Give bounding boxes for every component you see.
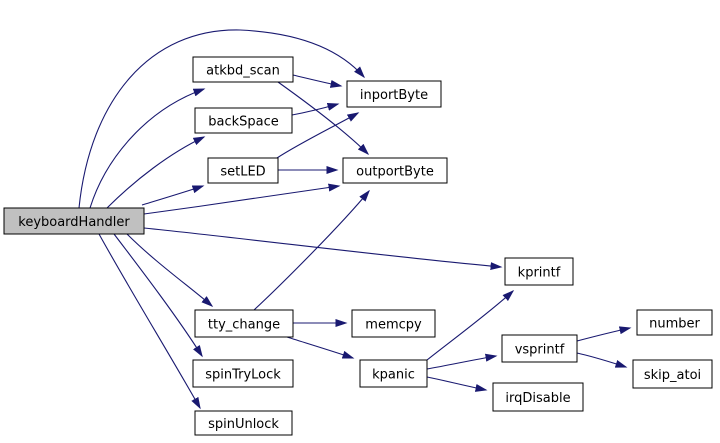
edge-keyboardHandler-to-tty_change bbox=[126, 233, 214, 307]
node-keyboardHandler: keyboardHandler bbox=[3, 207, 145, 235]
node-box bbox=[632, 359, 713, 389]
edge-keyboardHandler-to-kprintf bbox=[143, 227, 503, 271]
node-memcpy[interactable]: memcpy bbox=[351, 309, 436, 338]
node-box bbox=[194, 410, 293, 436]
node-box bbox=[501, 334, 578, 363]
node-label-keyboardHandler: keyboardHandler bbox=[18, 215, 130, 230]
node-outportByte[interactable]: outportByte bbox=[342, 157, 448, 184]
node-label-spinUnlock: spinUnlock bbox=[208, 417, 279, 432]
edge-kpanic-to-irqDisable bbox=[426, 376, 488, 392]
edge-kpanic-to-kprintf bbox=[426, 289, 515, 361]
node-box bbox=[194, 309, 294, 338]
node-label-backSpace: backSpace bbox=[208, 115, 279, 130]
edge-vsprintf-to-number bbox=[576, 326, 632, 342]
node-vsprintf[interactable]: vsprintf bbox=[501, 334, 578, 363]
edge-vsprintf-to-skip_atoi bbox=[576, 352, 628, 368]
node-box bbox=[194, 107, 293, 134]
node-number[interactable]: number bbox=[636, 309, 713, 336]
edge-backSpace-to-inportByte bbox=[291, 103, 340, 116]
node-kprintf[interactable]: kprintf bbox=[504, 257, 574, 286]
node-box bbox=[192, 56, 294, 83]
edge-keyboardHandler-to-spinTryLock bbox=[113, 233, 203, 358]
edge-tty_change-to-outportByte bbox=[253, 189, 370, 311]
node-label-irqDisable: irqDisable bbox=[505, 391, 570, 406]
node-label-setLED: setLED bbox=[220, 165, 265, 180]
node-backSpace[interactable]: backSpace bbox=[194, 107, 293, 134]
node-spinTryLock[interactable]: spinTryLock bbox=[192, 359, 294, 388]
node-label-vsprintf: vsprintf bbox=[515, 343, 565, 358]
node-label-memcpy: memcpy bbox=[365, 318, 422, 333]
edge-tty_change-to-kpanic bbox=[286, 336, 355, 359]
edge-keyboardHandler-to-atkbd_scan bbox=[89, 88, 206, 209]
node-label-spinTryLock: spinTryLock bbox=[205, 368, 281, 383]
edge-keyboardHandler-to-backSpace bbox=[106, 136, 206, 209]
edge-atkbd_scan-to-inportByte bbox=[292, 74, 343, 88]
node-inportByte[interactable]: inportByte bbox=[346, 80, 442, 108]
node-label-kpanic: kpanic bbox=[372, 368, 415, 383]
node-label-atkbd_scan: atkbd_scan bbox=[206, 64, 280, 79]
node-box bbox=[636, 309, 713, 336]
node-box bbox=[504, 257, 574, 286]
node-tty_change[interactable]: tty_change bbox=[194, 309, 294, 338]
node-atkbd_scan[interactable]: atkbd_scan bbox=[192, 56, 294, 83]
edge-atkbd_scan-to-outportByte bbox=[277, 81, 370, 156]
edge-keyboardHandler-to-spinUnlock bbox=[98, 233, 201, 410]
node-box bbox=[342, 157, 448, 184]
edges-layer bbox=[78, 29, 632, 410]
node-label-skip_atoi: skip_atoi bbox=[644, 368, 701, 383]
node-box bbox=[192, 359, 294, 388]
node-box bbox=[346, 80, 442, 108]
node-label-inportByte: inportByte bbox=[360, 88, 428, 103]
node-skip_atoi[interactable]: skip_atoi bbox=[632, 359, 713, 389]
edge-setLED-to-inportByte bbox=[276, 112, 360, 159]
node-label-tty_change: tty_change bbox=[208, 318, 280, 333]
node-setLED[interactable]: setLED bbox=[207, 157, 279, 184]
node-label-number: number bbox=[649, 317, 700, 332]
node-label-kprintf: kprintf bbox=[518, 266, 561, 281]
edge-keyboardHandler-to-outportByte bbox=[143, 183, 341, 215]
edge-keyboardHandler-to-inportByte bbox=[78, 29, 365, 209]
node-box bbox=[359, 359, 428, 388]
root-node-box bbox=[3, 207, 145, 235]
node-kpanic[interactable]: kpanic bbox=[359, 359, 428, 388]
nodes-layer: keyboardHandler atkbd_scan backSpace setLED… bbox=[3, 56, 713, 436]
node-box bbox=[492, 382, 584, 412]
node-label-outportByte: outportByte bbox=[356, 165, 434, 180]
edge-kpanic-to-vsprintf bbox=[426, 353, 498, 370]
node-irqDisable[interactable]: irqDisable bbox=[492, 382, 584, 412]
node-box bbox=[351, 309, 436, 338]
edge-keyboardHandler-to-setLED bbox=[141, 185, 205, 206]
node-box bbox=[207, 157, 279, 184]
node-spinUnlock[interactable]: spinUnlock bbox=[194, 410, 293, 436]
